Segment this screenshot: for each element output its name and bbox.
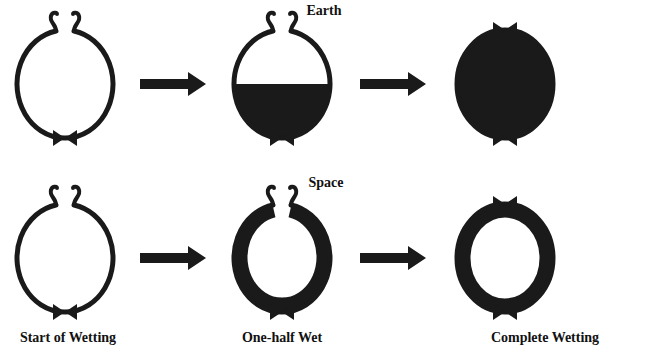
arrow	[360, 246, 426, 270]
arrow	[360, 72, 426, 96]
arrow	[140, 72, 206, 96]
empty-vessel	[17, 13, 113, 146]
wall-wetted-vessel	[234, 187, 330, 320]
empty-vessel	[17, 187, 113, 320]
stage-label: Complete Wetting	[491, 330, 599, 346]
row-heading: Space	[309, 175, 344, 191]
arrow	[140, 246, 206, 270]
row-heading: Earth	[307, 3, 342, 19]
half-filled-vessel	[234, 13, 330, 146]
ring-wetted-vessel	[457, 196, 553, 320]
filled-vessel	[457, 22, 553, 146]
stage-label: Start of Wetting	[20, 330, 116, 346]
stage-label: One-half Wet	[242, 330, 322, 346]
